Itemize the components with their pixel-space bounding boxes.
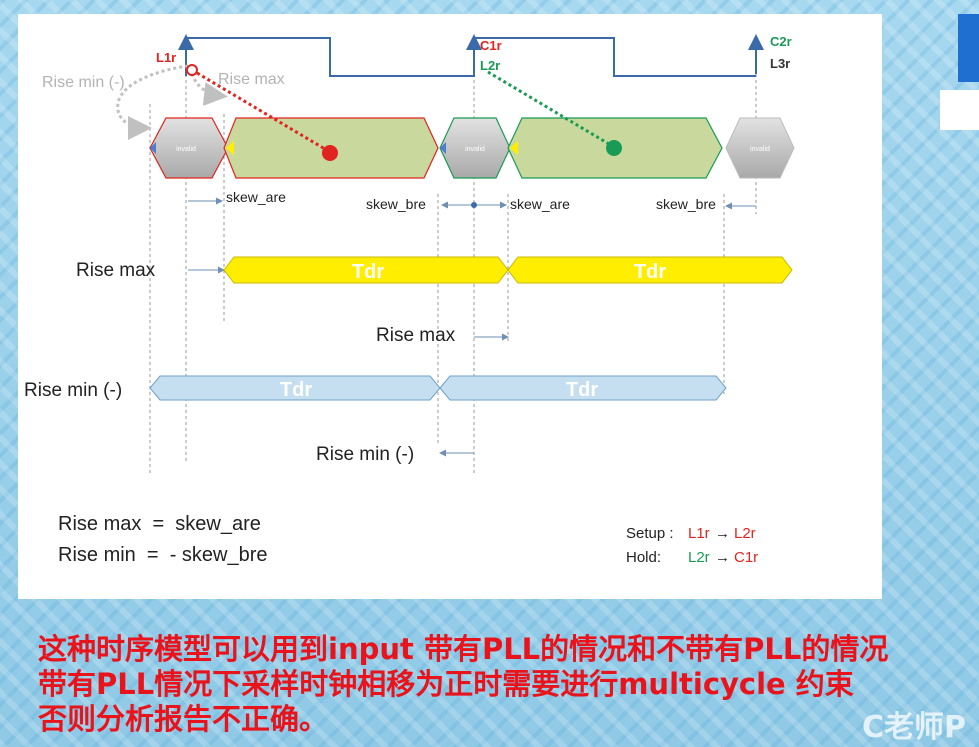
c2r-label: C2r (770, 34, 792, 49)
watermark-text: C老师P (862, 710, 967, 745)
rise-min-row-label: Rise min (-) (24, 380, 122, 401)
formula-rise-max: Rise max = skew_are (58, 513, 261, 535)
tdr-blue-1-label: Tdr (280, 379, 312, 401)
hold-capture-dot (606, 140, 622, 156)
legend-hold-from: L2r (688, 549, 710, 566)
rise-max-mid-label: Rise max (376, 325, 456, 346)
legend-setup-arrow: → (715, 525, 730, 542)
tdr-yellow-2-label: Tdr (634, 261, 666, 283)
tdr-yellow-2 (507, 256, 793, 284)
skew-bre-1-label: skew_bre (366, 196, 426, 212)
data-hexagon-row: invalid invalid invalid (149, 117, 795, 179)
l2r-label: L2r (480, 58, 500, 73)
invalid-label-1: invalid (176, 146, 196, 153)
setup-capture-dot (322, 145, 338, 161)
c1r-skew-dot (471, 202, 477, 208)
legend-setup-to: L2r (734, 525, 756, 542)
timing-diagram: L1r C1r L2r C2r L3r Rise min (-) Rise ma… (24, 34, 795, 566)
skew-are-2-label: skew_are (510, 196, 570, 212)
setup-hold-legend: Setup : L1r → L2r Hold: L2r → C1r (626, 525, 758, 566)
l3r-label: L3r (770, 56, 790, 71)
window-marker-2 (226, 141, 234, 155)
setup-path (191, 68, 331, 154)
rise-max-row-label: Rise max (76, 260, 156, 281)
legend-hold-to: C1r (734, 549, 758, 566)
legend-setup-label: Setup : (626, 525, 674, 542)
invalid-window-3 (725, 117, 795, 179)
legend-setup-from: L1r (688, 525, 710, 542)
window-marker-3 (440, 142, 446, 154)
caption-text: 这种时序模型可以用到input 带有PLL的情况和不带有PLL的情况 带有PLL… (38, 632, 978, 737)
caption-line-1: 这种时序模型可以用到input 带有PLL的情况和不带有PLL的情况 (38, 632, 889, 666)
skew-bre-2-label: skew_bre (656, 196, 716, 212)
rise-min-faded-label: Rise min (-) (42, 74, 125, 91)
rise-max-faded-label: Rise max (218, 71, 285, 88)
window-marker-1 (150, 142, 156, 154)
invalid-label-2: invalid (465, 146, 485, 153)
formula-rise-min: Rise min = - skew_bre (58, 544, 268, 566)
setup-launch-dot (186, 64, 198, 76)
clock-waveform (185, 37, 756, 77)
rise-min-mid-label: Rise min (-) (316, 444, 414, 465)
side-panel-notch (940, 90, 979, 130)
hold-path (487, 70, 615, 149)
l1r-label: L1r (156, 50, 176, 65)
caption-line-3: 否则分析报告不正确。 (38, 702, 329, 736)
side-panel-edge (958, 14, 979, 82)
caption-line-2: 带有PLL情况下采样时钟相移为正时需要进行multicycle 约束 (38, 667, 854, 701)
tdr-blue-2-label: Tdr (566, 379, 598, 401)
legend-hold-arrow: → (715, 549, 730, 566)
skew-are-1-label: skew_are (226, 189, 286, 205)
tdr-yellow-1-label: Tdr (352, 261, 384, 283)
window-marker-4 (510, 141, 518, 155)
tdr-blue-2 (439, 375, 727, 401)
slide-canvas: L1r C1r L2r C2r L3r Rise min (-) Rise ma… (18, 14, 882, 599)
invalid-label-3: invalid (750, 146, 770, 153)
rise-min-gray-arrow (116, 64, 189, 140)
legend-hold-label: Hold: (626, 549, 661, 566)
c1r-label: C1r (480, 38, 502, 53)
